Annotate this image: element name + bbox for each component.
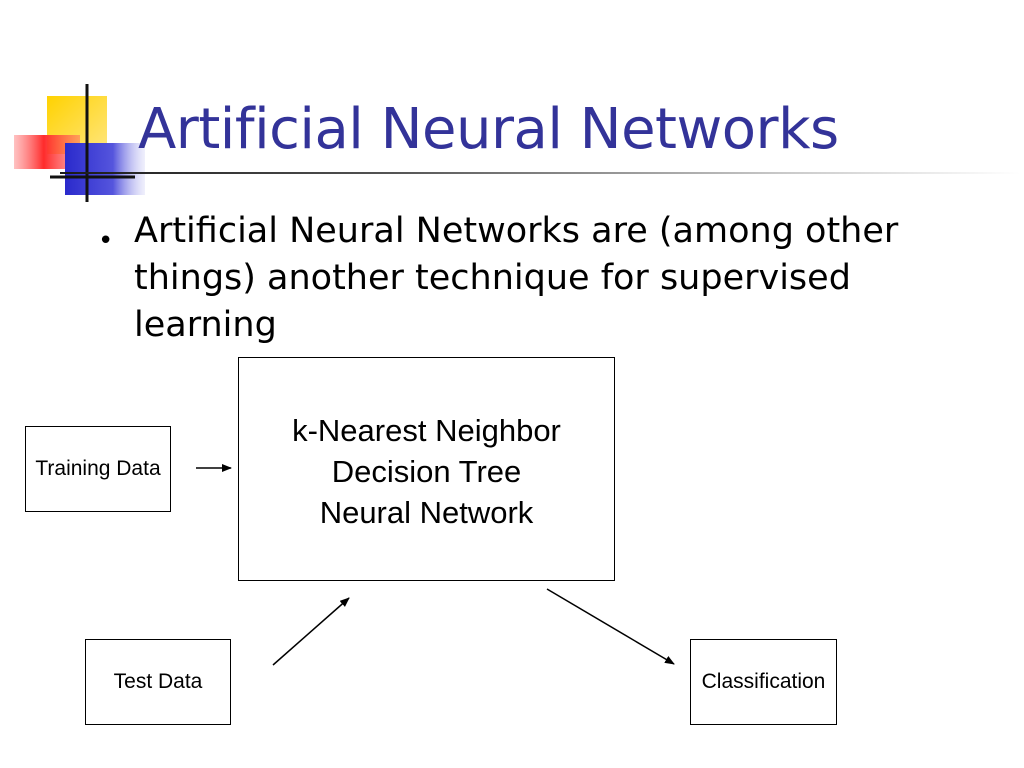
title-divider — [60, 172, 1020, 174]
classification-label: Classification — [701, 670, 826, 693]
bullet-dot-icon: • — [98, 226, 114, 256]
methods-to-classification-arrow — [546, 588, 675, 665]
classification-box: Classification — [690, 639, 837, 725]
training-data-box: Training Data — [25, 426, 171, 512]
method-neural-network: Neural Network — [319, 495, 534, 530]
slide-title: Artificial Neural Networks — [138, 97, 839, 162]
test-to-methods-arrow — [272, 597, 350, 666]
test-data-label: Test Data — [113, 670, 203, 693]
test-data-box: Test Data — [85, 639, 231, 725]
bullet-text: Artificial Neural Networks are (among ot… — [134, 211, 899, 345]
decorative-logo — [14, 84, 145, 202]
learning-methods-box: k-Nearest Neighbor Decision Tree Neural … — [238, 357, 615, 581]
method-decision-tree: Decision Tree — [331, 454, 522, 489]
training-data-label: Training Data — [35, 457, 161, 480]
method-knn: k-Nearest Neighbor — [292, 413, 561, 448]
